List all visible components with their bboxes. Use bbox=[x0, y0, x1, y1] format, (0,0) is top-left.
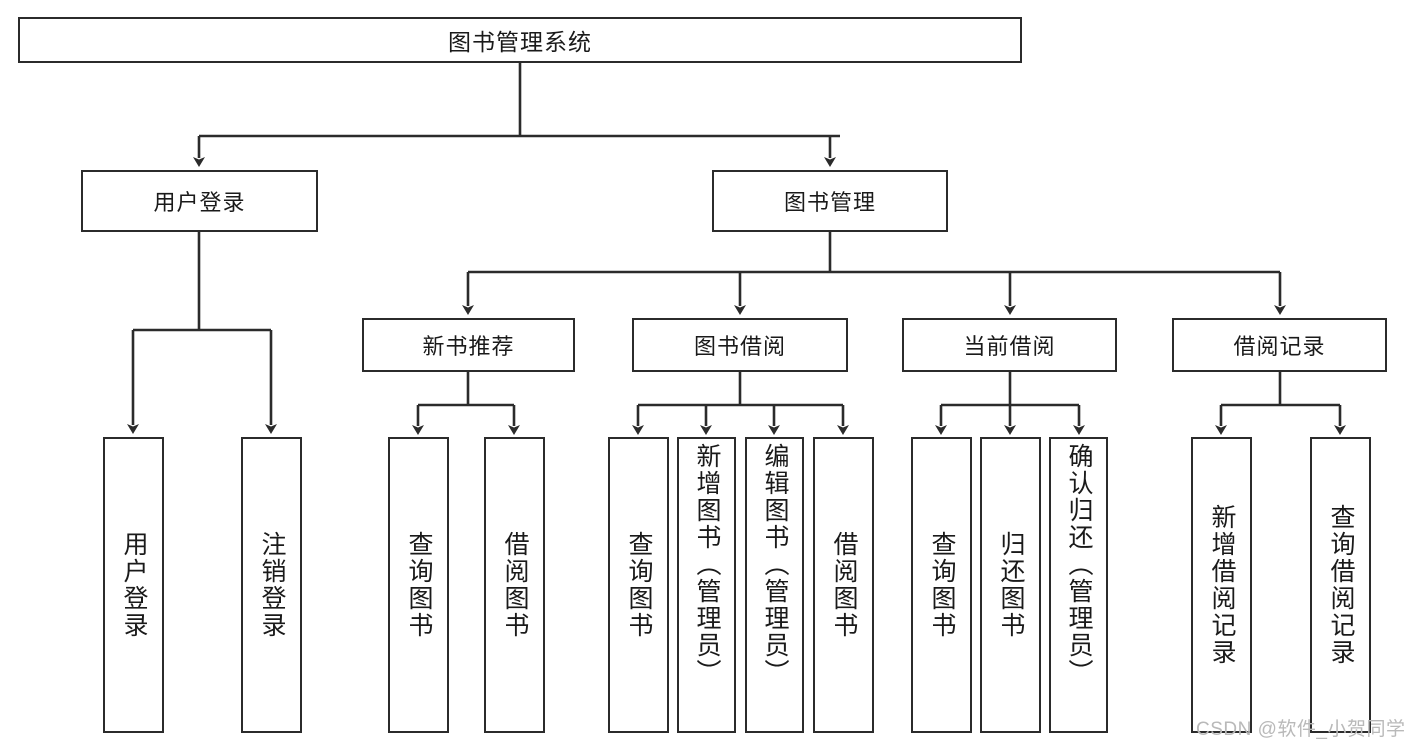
leaf-newbook-query-book[interactable]: 查询图书 bbox=[388, 437, 449, 733]
node-label: 图书借阅 bbox=[693, 334, 786, 359]
leaf-label: 借阅图书 bbox=[501, 531, 529, 639]
leaf-current-query-book[interactable]: 查询图书 bbox=[911, 437, 972, 733]
leaf-user-login-signout[interactable]: 注销登录 bbox=[241, 437, 302, 733]
leaf-borrow-borrow-book[interactable]: 借阅图书 bbox=[813, 437, 874, 733]
leaf-label: 查询图书 bbox=[625, 531, 653, 639]
csdn-watermark: CSDN @软件_小贺同学 bbox=[1196, 719, 1405, 740]
node-book-management-system[interactable]: 图书管理系统 bbox=[18, 17, 1022, 63]
node-label: 图书管理系统 bbox=[448, 29, 592, 55]
node-current-borrow[interactable]: 当前借阅 bbox=[902, 318, 1117, 372]
node-label: 新书推荐 bbox=[422, 334, 515, 359]
node-new-book-recommend[interactable]: 新书推荐 bbox=[362, 318, 575, 372]
leaf-borrow-add-book-admin[interactable]: 新增图书（管理员） bbox=[677, 437, 736, 733]
leaf-borrow-query-book[interactable]: 查询图书 bbox=[608, 437, 669, 733]
leaf-label: 查询图书 bbox=[928, 531, 956, 639]
leaf-label: 注销登录 bbox=[258, 531, 286, 639]
leaf-record-add-record[interactable]: 新增借阅记录 bbox=[1191, 437, 1252, 733]
leaf-label: 用户登录 bbox=[120, 531, 148, 639]
node-label: 图书管理 bbox=[783, 190, 876, 215]
node-book-management[interactable]: 图书管理 bbox=[712, 170, 948, 232]
leaf-label: 借阅图书 bbox=[830, 531, 858, 639]
leaf-label: 查询图书 bbox=[405, 531, 433, 639]
leaf-label: 编辑图书（管理员） bbox=[761, 443, 789, 686]
node-user-login[interactable]: 用户登录 bbox=[81, 170, 318, 232]
node-label: 当前借阅 bbox=[963, 334, 1056, 359]
leaf-label: 新增图书（管理员） bbox=[693, 443, 721, 686]
node-label: 借阅记录 bbox=[1233, 334, 1326, 359]
leaf-label: 确认归还（管理员） bbox=[1065, 443, 1093, 686]
leaf-current-confirm-return-admin[interactable]: 确认归还（管理员） bbox=[1049, 437, 1108, 733]
leaf-user-login-signin[interactable]: 用户登录 bbox=[103, 437, 164, 733]
node-label: 用户登录 bbox=[153, 190, 246, 215]
leaf-borrow-edit-book-admin[interactable]: 编辑图书（管理员） bbox=[745, 437, 804, 733]
leaf-record-query-record[interactable]: 查询借阅记录 bbox=[1310, 437, 1371, 733]
node-book-borrow[interactable]: 图书借阅 bbox=[632, 318, 848, 372]
leaf-label: 新增借阅记录 bbox=[1208, 504, 1236, 666]
leaf-current-return-book[interactable]: 归还图书 bbox=[980, 437, 1041, 733]
leaf-newbook-borrow-book[interactable]: 借阅图书 bbox=[484, 437, 545, 733]
leaf-label: 查询借阅记录 bbox=[1327, 504, 1355, 666]
leaf-label: 归还图书 bbox=[997, 531, 1025, 639]
node-borrow-record[interactable]: 借阅记录 bbox=[1172, 318, 1387, 372]
